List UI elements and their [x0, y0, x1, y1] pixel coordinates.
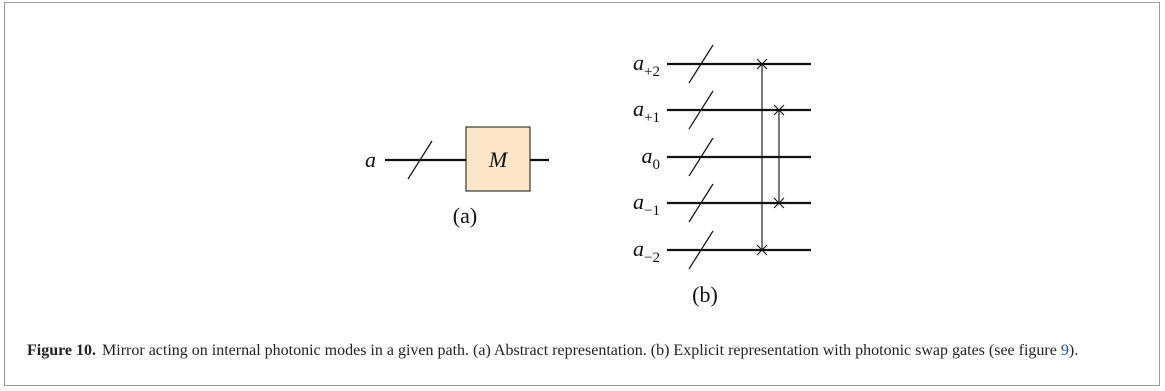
figure-label: Figure 10.: [27, 342, 97, 359]
caption-text: Mirror acting on internal photonic modes…: [102, 342, 1061, 359]
wire-label-a-minus-1: a−1: [633, 189, 660, 219]
wire-label-a-plus-1: a+1: [633, 96, 660, 126]
wire-label-a-minus-2: a−2: [633, 236, 660, 266]
panel-b-sublabel: (b): [692, 282, 718, 307]
slash-a-plus-1: [688, 90, 714, 130]
panel-a-sublabel: (a): [453, 203, 477, 228]
swap-gate-inner: [773, 104, 785, 209]
wire-label-a-plus-2: a+2: [633, 50, 660, 80]
panel-a-wire-label: a: [365, 147, 376, 172]
wire-label-a-0: a0: [642, 143, 661, 173]
panel-b: a+2 a+1 a0 a−1 a−2: [633, 44, 811, 307]
figure-caption: Figure 10. Mirror acting on internal phot…: [27, 340, 1137, 361]
slash-a-0: [688, 137, 714, 177]
caption-text-end: ).: [1068, 342, 1079, 359]
circuit-diagram: a M (a) a+2 a+1 a0 a−1 a−2: [365, 44, 811, 307]
mirror-gate-box: [465, 126, 531, 192]
figure-reference-link[interactable]: 9: [1060, 342, 1069, 359]
slash-a-minus-1: [688, 183, 714, 223]
panel-a: a M (a): [365, 126, 549, 228]
mirror-gate-label: M: [488, 147, 509, 172]
figure-frame: a M (a) a+2 a+1 a0 a−1 a−2: [4, 2, 1160, 386]
swap-gate-outer: [756, 58, 768, 256]
slash-a-plus-2: [688, 44, 714, 84]
slash-a-minus-2: [688, 230, 714, 270]
panel-a-multi-wire-slash: [407, 140, 433, 180]
